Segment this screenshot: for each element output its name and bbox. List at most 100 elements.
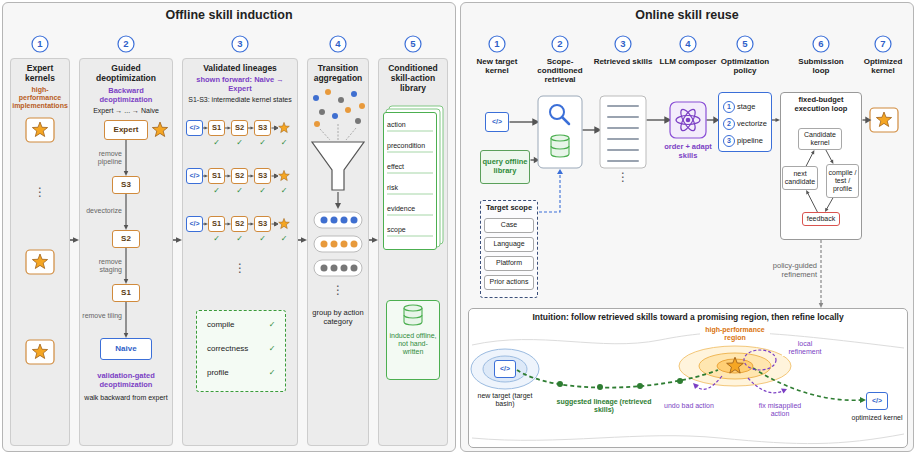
node-text: Online skill reuse: [461, 8, 913, 22]
code-icon: </>: [186, 216, 203, 232]
box-fill: [468, 308, 908, 448]
arrow-head: [866, 118, 870, 122]
node-text: shown forward: Naive → Expert: [185, 76, 295, 93]
node-text: Expert kernels: [12, 64, 68, 84]
connector-arrow: [826, 150, 834, 164]
dot: [345, 107, 351, 113]
retrieval-icon: [538, 96, 582, 168]
dot: [351, 265, 358, 272]
stage-band: Transition aggregationgroup by action ca…: [307, 58, 369, 446]
card-fill: [383, 112, 437, 250]
scope-item: Language: [484, 237, 534, 252]
dot: [338, 97, 344, 103]
annotation: optimized kernel: [850, 414, 904, 422]
arrow-line: [337, 192, 338, 204]
column-heading: Retrieved skills: [593, 57, 653, 66]
node-text: vectorize: [737, 118, 769, 130]
check-mark: ✓: [258, 186, 268, 195]
node-text: Transition aggregation: [309, 64, 367, 84]
star-icon: [32, 344, 47, 358]
query-box: query offline library: [480, 150, 530, 184]
state-box: S1: [208, 120, 225, 136]
field-line: [387, 215, 433, 216]
connector-arrow: [806, 150, 814, 166]
ellipsis: ⋮: [328, 284, 348, 296]
star-icon: [727, 357, 744, 373]
node-text: action: [387, 121, 433, 129]
state-box: S2: [112, 230, 140, 248]
loop-box: fixed-budget execution loopCandidate ker…: [780, 92, 862, 240]
state-box: S3: [254, 168, 271, 184]
node-text: high-performance implementations: [12, 86, 68, 110]
star-box: [26, 340, 54, 364]
callout-number: 7: [875, 38, 891, 50]
node-text: </>: [189, 172, 199, 180]
atom: [676, 107, 700, 132]
node-text: walk backward from expert: [82, 394, 170, 402]
annotation: local refinement: [782, 340, 828, 356]
node-text: S1-S3: intermediate kernel states: [185, 96, 295, 104]
star-icon: [279, 218, 290, 228]
node-text: risk: [387, 184, 433, 192]
number-circles: [32, 36, 891, 52]
fix-arrow: [748, 378, 783, 393]
node-text: query offline library: [482, 158, 528, 175]
dot: [331, 241, 338, 248]
database-icon: [404, 305, 422, 325]
orbit: [676, 116, 700, 125]
connector-line: [826, 150, 832, 161]
converging-lines: [320, 124, 356, 140]
arrow-head: [811, 150, 814, 154]
number-circle: [489, 36, 505, 52]
dot-row: [321, 265, 358, 272]
connector-arrow: [772, 118, 780, 122]
number-circle: [615, 36, 631, 52]
number-circle: [330, 36, 346, 52]
code-icon: </>: [485, 112, 509, 132]
star-boxes: [26, 108, 898, 364]
panel: Online skill reuse </> query offline libra…: [460, 2, 914, 452]
edge-label: remove tiling: [80, 312, 122, 320]
node-text: S3: [258, 124, 267, 133]
node-text: profile: [207, 368, 267, 377]
node-text: validation-gated deoptimization: [82, 372, 170, 389]
band-fill: [10, 58, 70, 446]
kernel-box: Expert: [104, 120, 148, 140]
node-text: Expert → ... → Naive: [82, 107, 170, 115]
node-text: Conditioned skill-action library: [380, 64, 446, 93]
process-box: Candidate kernel: [798, 128, 842, 150]
arrow-head: [665, 118, 670, 123]
box-fill: [780, 92, 862, 240]
star-box: [870, 108, 898, 132]
box-fill: [480, 200, 538, 298]
callout-number: 1: [32, 38, 48, 50]
box-fill: [718, 92, 772, 152]
arrow-head: [533, 120, 538, 125]
check-mark: ✓: [279, 186, 289, 195]
arrow-line: [707, 119, 715, 120]
dashed-line: [338, 124, 339, 140]
star-icon: [279, 170, 290, 180]
list-line: [608, 127, 638, 129]
kernel-box: Naive: [100, 338, 152, 360]
node-text: S3: [258, 220, 267, 229]
star-icon: [279, 122, 290, 132]
skill-card: actionpreconditioneffectriskevidencescop…: [383, 112, 437, 250]
field-line: [387, 194, 433, 195]
ellipsis: ⋮: [613, 171, 633, 183]
group-row: [314, 260, 362, 276]
region-contour: [699, 353, 771, 379]
node-text: S1: [212, 172, 221, 181]
stage-band: Expert kernelshigh-performance implement…: [10, 58, 70, 446]
dot: [314, 121, 320, 127]
dot-row: [321, 241, 358, 248]
dot: [321, 217, 328, 224]
check-mark: ✓: [235, 186, 245, 195]
node-text: S2: [235, 220, 244, 229]
check-mark: ✓: [266, 320, 278, 329]
stage-band: Validated lineagesshown forward: Naive →…: [182, 58, 298, 446]
number-circle: [405, 36, 421, 52]
connector-arrow: [124, 140, 129, 176]
annotation: new target (target basin): [470, 392, 540, 408]
